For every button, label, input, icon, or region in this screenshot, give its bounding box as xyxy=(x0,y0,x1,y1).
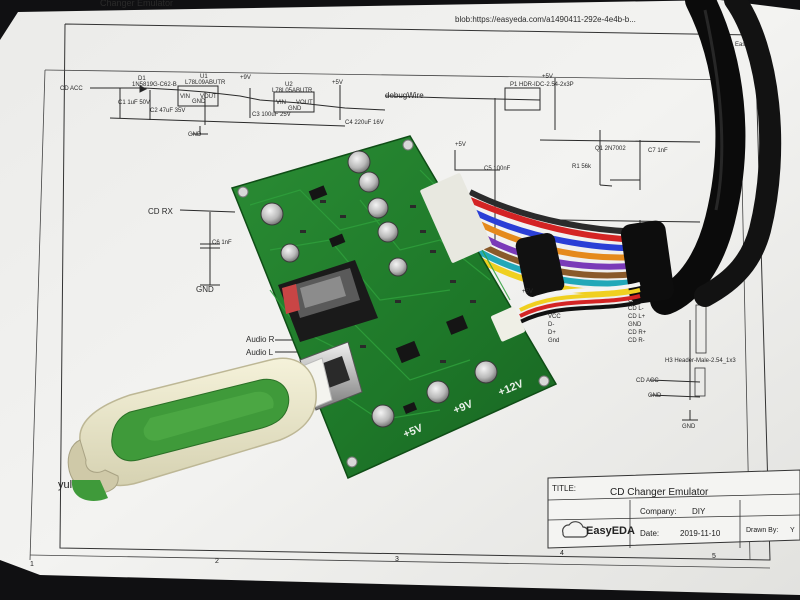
pcb-capacitors xyxy=(260,150,498,428)
label-c2: C2 47uF 35V xyxy=(150,108,185,114)
label-c6: C6 1nF xyxy=(212,240,232,246)
label-c1: C1 1uF 50V xyxy=(118,100,150,106)
net-audio-r: Audio R xyxy=(246,335,275,344)
company-label: Company: xyxy=(640,507,676,516)
cd-pin-5: CD R- xyxy=(628,338,645,344)
url-text: blob:https://easyeda.com/a1490411-292e-4… xyxy=(455,15,636,24)
cd-pin-3: GND xyxy=(628,322,642,328)
label-u1-vin: VIN xyxy=(180,94,190,100)
net-cd-acc-2: CD ACC xyxy=(636,378,659,384)
net-cd-acc: CD ACC xyxy=(60,86,83,92)
net-plus5v-p1: +5V xyxy=(542,74,553,80)
label-d1: D1 xyxy=(138,76,146,82)
cd-pin-4: CD R+ xyxy=(628,330,647,336)
net-gnd-top: GND xyxy=(188,132,202,138)
cd-pin-1: CD L- xyxy=(628,306,644,312)
label-u1-gnd: GND xyxy=(192,99,206,105)
drawn-by-value: Y xyxy=(790,527,795,534)
label-u2: U2 xyxy=(285,82,293,88)
label-u2-part: L78L05ABUTR xyxy=(272,88,313,94)
cable-bundle xyxy=(468,0,782,324)
date-label: Date: xyxy=(640,529,659,538)
ruler-1: 1 xyxy=(30,561,34,568)
conn-pin-4: Gnd xyxy=(548,338,559,344)
net-cd-rx: CD RX xyxy=(148,207,174,216)
ruler-3: 3 xyxy=(395,556,399,563)
ruler-2: 2 xyxy=(215,558,219,565)
logo-text: EasyEDA xyxy=(586,525,635,537)
date-value: 2019-11-10 xyxy=(680,529,721,538)
conn-pin-1: VCC xyxy=(548,314,561,320)
easyeda-logo xyxy=(562,521,589,538)
schematic-h3-symbol xyxy=(694,367,706,397)
drawn-by-label: Drawn By: xyxy=(746,527,778,534)
net-plus9v: +9V xyxy=(240,75,251,81)
usb-flash-drive xyxy=(67,357,333,501)
label-r1: R1 56k xyxy=(572,164,592,170)
net-gnd-3: GND xyxy=(682,424,696,430)
net-gnd-rx: GND xyxy=(196,285,214,294)
ruler-4: 4 xyxy=(560,550,564,557)
conn-pin-2: D- xyxy=(548,322,554,328)
label-u1-vout: VOUT xyxy=(200,94,217,100)
sd-card-module xyxy=(278,260,378,342)
label-d1-part: 1N5819G-C62-B xyxy=(132,82,177,88)
cd-pin-2: CD L+ xyxy=(628,314,646,320)
label-c3: C3 100uF 25V xyxy=(252,112,291,118)
ruler-5: 5 xyxy=(712,553,716,560)
label-u1-part: L78L09ABUTR xyxy=(185,80,226,86)
title-label: TITLE: xyxy=(552,484,576,493)
label-c4: C4 220uF 16V xyxy=(345,120,384,126)
conn-pin-0: +5V xyxy=(522,289,533,295)
label-u2-vin: VIN xyxy=(276,100,286,106)
net-plus5v-c5: +5V xyxy=(455,142,466,148)
schematic-power-section xyxy=(90,78,701,421)
title-block xyxy=(547,469,800,549)
label-h3: H3 Header-Male-2.54_1x3 xyxy=(665,358,736,364)
label-u2-gnd: GND xyxy=(288,106,302,112)
label-q1: Q1 2N7002 xyxy=(595,146,626,152)
label-u2-vout: VOUT xyxy=(296,100,313,106)
pcb-board xyxy=(230,135,558,480)
conn-pin-3: D+ xyxy=(548,330,556,336)
net-debug: debugWire xyxy=(385,91,424,100)
label-u1: U1 xyxy=(200,74,208,80)
header-text: Changer Emulator xyxy=(100,0,173,8)
net-plus5v: +5V xyxy=(332,80,343,86)
label-c5: C5 100nF xyxy=(484,166,511,172)
net-gnd-2: GND xyxy=(648,393,662,399)
title-value: CD Changer Emulator xyxy=(610,487,709,498)
company-value: DIY xyxy=(692,507,706,516)
label-p1: P1 HDR-IDC-2.54-2x3P xyxy=(510,82,574,88)
net-audio-l: Audio L xyxy=(246,348,274,357)
label-c7: C7 1nF xyxy=(648,148,668,154)
